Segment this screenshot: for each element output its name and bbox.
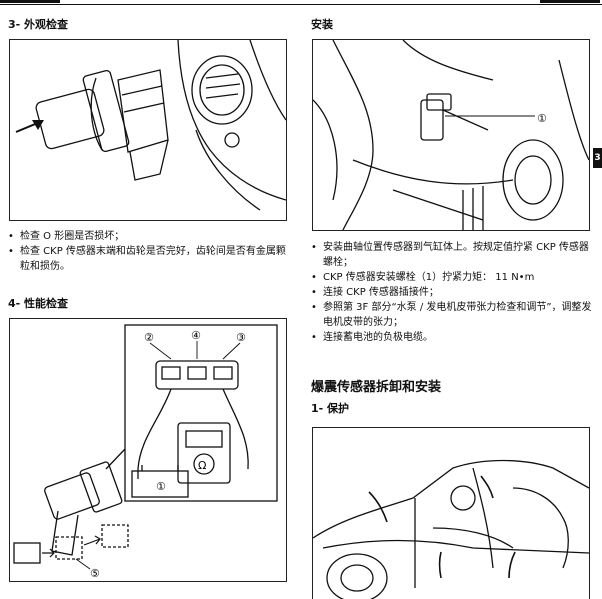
performance-test-drawing: ② ④ ③ Ω ① ⑤ bbox=[13, 324, 278, 580]
sensor-visual-drawing bbox=[15, 40, 286, 211]
callout-1: ① bbox=[537, 112, 547, 125]
list-item: 检查 CKP 传感器末端和齿轮是否完好，齿轮间是否有金属颗粒和损伤。 bbox=[8, 244, 288, 274]
page-header-rule bbox=[0, 0, 602, 5]
section-title-performance-check: 4- 性能检查 bbox=[8, 297, 69, 310]
list-item: 检查 O 形圈是否损坏； bbox=[8, 229, 288, 244]
chapter-tab: 3 bbox=[593, 148, 602, 168]
callout-1: ① bbox=[156, 480, 166, 493]
list-item: CKP 传感器安装螺栓（1）拧紧力矩： 11 N•m bbox=[311, 270, 593, 285]
section-title-install: 安装 bbox=[311, 18, 333, 31]
list-item: 连接 CKP 传感器插接件； bbox=[311, 285, 593, 300]
section-title-protection: 1- 保护 bbox=[311, 402, 350, 415]
callout-5: ⑤ bbox=[90, 567, 100, 580]
header-block-right bbox=[540, 0, 600, 3]
arrow-icon bbox=[368, 491, 388, 523]
install-drawing: ① bbox=[313, 40, 589, 230]
figure-performance-check: ② ④ ③ Ω ① ⑤ bbox=[9, 318, 287, 582]
visual-check-bullets: 检查 O 形圈是否损坏； 检查 CKP 传感器末端和齿轮是否完好，齿轮间是否有金… bbox=[8, 229, 288, 274]
figure-protection bbox=[312, 427, 590, 599]
callout-3: ③ bbox=[236, 331, 246, 344]
callout-2: ② bbox=[144, 331, 154, 344]
figure-install-sensor: ① bbox=[312, 39, 590, 231]
protection-drawing bbox=[313, 459, 589, 599]
install-bullets: 安装曲轴位置传感器到气缸体上。按规定值拧紧 CKP 传感器螺栓； CKP 传感器… bbox=[311, 240, 593, 345]
arrow-icon bbox=[15, 120, 44, 133]
ohm-symbol: Ω bbox=[198, 459, 206, 472]
section-title-knock-sensor: 爆震传感器拆卸和安装 bbox=[311, 380, 442, 395]
list-item: 安装曲轴位置传感器到气缸体上。按规定值拧紧 CKP 传感器螺栓； bbox=[311, 240, 593, 270]
list-item: 参照第 3F 部分“水泵 / 发电机皮带张力检查和调节”，调整发电机皮带的张力； bbox=[311, 300, 593, 330]
header-block-left bbox=[0, 0, 60, 3]
section-title-visual-check: 3- 外观检查 bbox=[8, 18, 69, 31]
figure-sensor-visual-check bbox=[9, 39, 287, 221]
list-item: 连接蓄电池的负极电缆。 bbox=[311, 330, 593, 345]
callout-4: ④ bbox=[191, 329, 201, 342]
